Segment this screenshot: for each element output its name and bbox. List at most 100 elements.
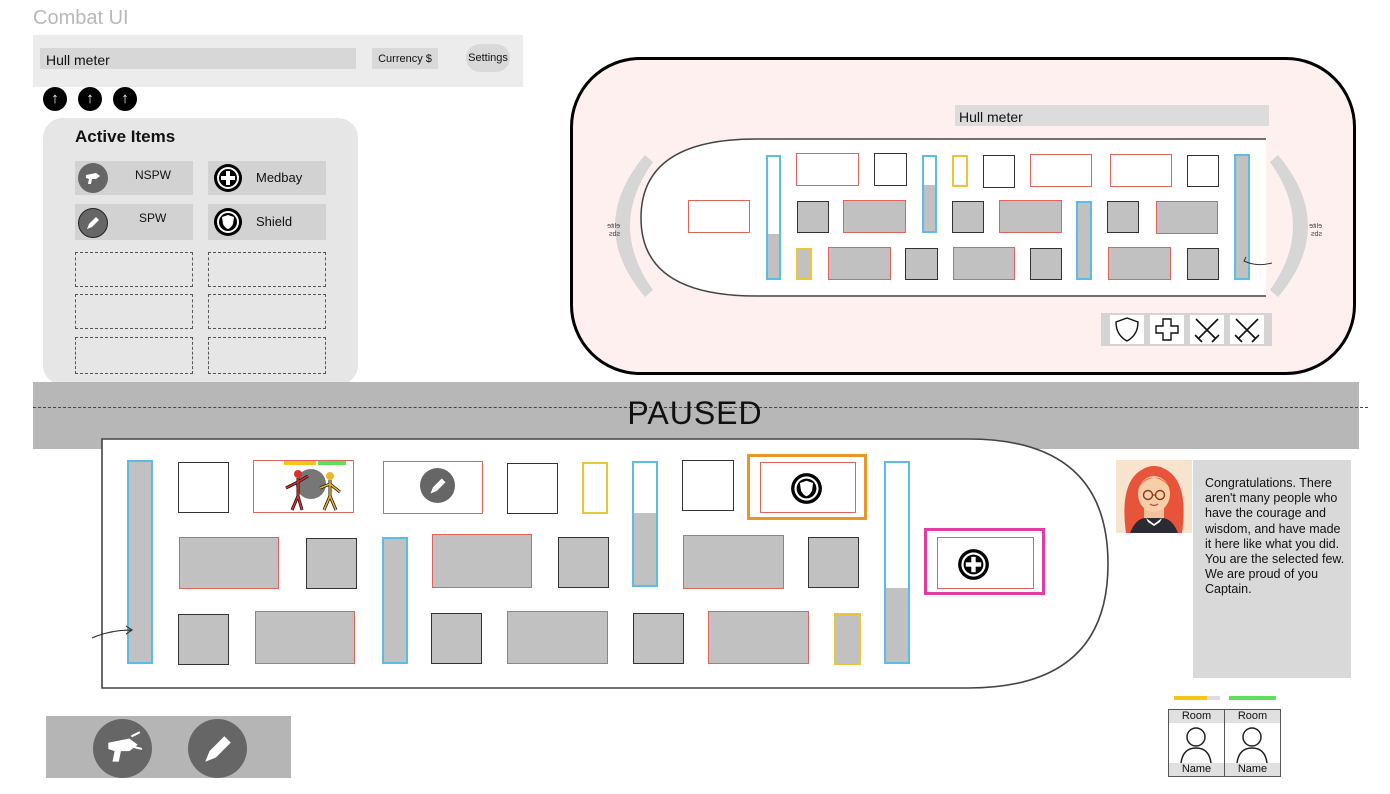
active-items-title: Active Items	[75, 127, 176, 146]
player-room[interactable]	[682, 460, 734, 511]
enemy-room[interactable]	[999, 200, 1062, 233]
crew-health-bar	[1174, 696, 1207, 700]
enemy-room[interactable]	[1110, 154, 1172, 187]
enemy-room[interactable]	[1030, 248, 1062, 280]
player-room[interactable]	[808, 537, 859, 588]
enemy-room[interactable]	[843, 200, 906, 233]
upgrade-arrow-icon[interactable]: ↑	[113, 87, 137, 111]
enemy-room[interactable]	[1187, 155, 1219, 187]
enemy-room[interactable]	[1156, 201, 1218, 234]
player-room[interactable]	[507, 463, 558, 514]
selected-room-shield[interactable]	[747, 454, 867, 520]
crew-health-bar	[284, 461, 316, 465]
player-room[interactable]	[178, 614, 229, 665]
enemy-room[interactable]	[828, 247, 891, 280]
player-room[interactable]	[306, 538, 357, 589]
enemy-room[interactable]	[797, 201, 829, 233]
enemy-room[interactable]	[1030, 154, 1092, 187]
enemy-room[interactable]	[1108, 247, 1171, 280]
person-icon	[1180, 727, 1212, 764]
player-room[interactable]	[834, 613, 861, 665]
empty-item-slot[interactable]	[208, 294, 326, 329]
enemy-shield-arc-right	[1270, 155, 1308, 297]
player-room-shield[interactable]	[760, 462, 856, 513]
player-room-missiles[interactable]	[383, 461, 483, 514]
item-slot-nspw[interactable]: NSPW	[75, 161, 193, 195]
enemy-room[interactable]	[796, 248, 812, 280]
enemy-shield-arc-left	[615, 155, 653, 297]
rocket-icon	[78, 208, 108, 238]
captain-portrait	[1116, 460, 1192, 533]
empty-item-slot[interactable]	[208, 252, 326, 287]
player-room[interactable]	[431, 613, 482, 664]
enemy-room[interactable]	[905, 248, 938, 280]
player-room[interactable]	[558, 537, 609, 588]
crew-name-label: Name	[1225, 763, 1280, 776]
rocket-icon	[420, 468, 455, 503]
player-room[interactable]	[507, 611, 608, 664]
player-door-column[interactable]	[632, 461, 658, 587]
crew-room-label: Room	[1169, 710, 1224, 723]
enemy-room[interactable]	[874, 153, 907, 186]
crew-card[interactable]: Room Name	[1168, 709, 1225, 777]
enemy-door-column[interactable]	[766, 155, 781, 280]
crew-room-label: Room	[1225, 710, 1280, 723]
paused-label: PAUSED	[627, 395, 763, 431]
dialog-box	[1193, 460, 1351, 678]
selected-room-medbay[interactable]	[924, 528, 1045, 595]
enemy-room[interactable]	[953, 247, 1015, 280]
enemy-door-column[interactable]	[922, 155, 937, 233]
upgrade-arrow-icon[interactable]: ↑	[78, 87, 102, 111]
enemy-room[interactable]	[688, 200, 750, 233]
arrow-annotation-icon	[91, 625, 134, 639]
crew-figures-icon[interactable]	[280, 466, 350, 514]
item-label: SPW	[139, 211, 167, 225]
enemy-room[interactable]	[983, 155, 1015, 188]
player-room-weapons[interactable]	[253, 460, 354, 513]
player-room[interactable]	[633, 613, 684, 664]
settings-button[interactable]: Settings	[466, 44, 510, 72]
currency-display: Currency $	[372, 48, 438, 69]
player-room-medbay[interactable]	[937, 537, 1034, 589]
player-door-column[interactable]	[884, 461, 910, 664]
enemy-room[interactable]	[1187, 248, 1219, 280]
shield-icon[interactable]	[1110, 315, 1144, 344]
item-slot-spw[interactable]: SPW	[75, 204, 193, 240]
paused-overlay	[33, 382, 1359, 449]
enemy-room[interactable]	[952, 201, 984, 233]
player-room[interactable]	[179, 537, 279, 589]
enemy-door-column[interactable]	[1234, 154, 1250, 280]
empty-item-slot[interactable]	[208, 337, 326, 374]
player-room[interactable]	[708, 611, 809, 664]
medbay-cross-icon[interactable]	[1150, 315, 1184, 344]
rocket-icon[interactable]	[188, 719, 247, 778]
upgrade-arrow-icon[interactable]: ↑	[43, 87, 67, 111]
swords-icon[interactable]	[1190, 315, 1224, 344]
player-room[interactable]	[178, 462, 229, 513]
player-room[interactable]	[683, 535, 784, 589]
medbay-plus-icon	[213, 163, 243, 193]
item-slot-medbay[interactable]: Medbay	[208, 161, 326, 195]
crew-health-bar	[1229, 696, 1276, 700]
enemy-door-column[interactable]	[1076, 201, 1092, 280]
player-room[interactable]	[582, 462, 608, 514]
arrow-annotation-icon	[1243, 256, 1273, 266]
crew-card[interactable]: Room Name	[1224, 709, 1281, 777]
empty-item-slot[interactable]	[75, 337, 193, 374]
enemy-room[interactable]	[796, 153, 859, 186]
empty-item-slot[interactable]	[75, 252, 193, 287]
raygun-icon[interactable]	[93, 719, 152, 778]
enemy-room[interactable]	[1107, 201, 1139, 233]
item-slot-shield[interactable]: Shield	[208, 204, 326, 240]
player-room[interactable]	[432, 534, 532, 588]
empty-item-slot[interactable]	[75, 294, 193, 329]
player-room[interactable]	[255, 611, 355, 664]
crew-health-bar	[318, 461, 346, 465]
enemy-room[interactable]	[952, 155, 968, 187]
item-label: NSPW	[135, 168, 171, 182]
enemy-hull-meter: Hull meter	[955, 105, 1269, 126]
player-door-column[interactable]	[382, 537, 408, 664]
swords-icon[interactable]	[1230, 315, 1264, 344]
paused-divider	[33, 407, 1368, 408]
app-title: Combat UI	[33, 7, 129, 29]
